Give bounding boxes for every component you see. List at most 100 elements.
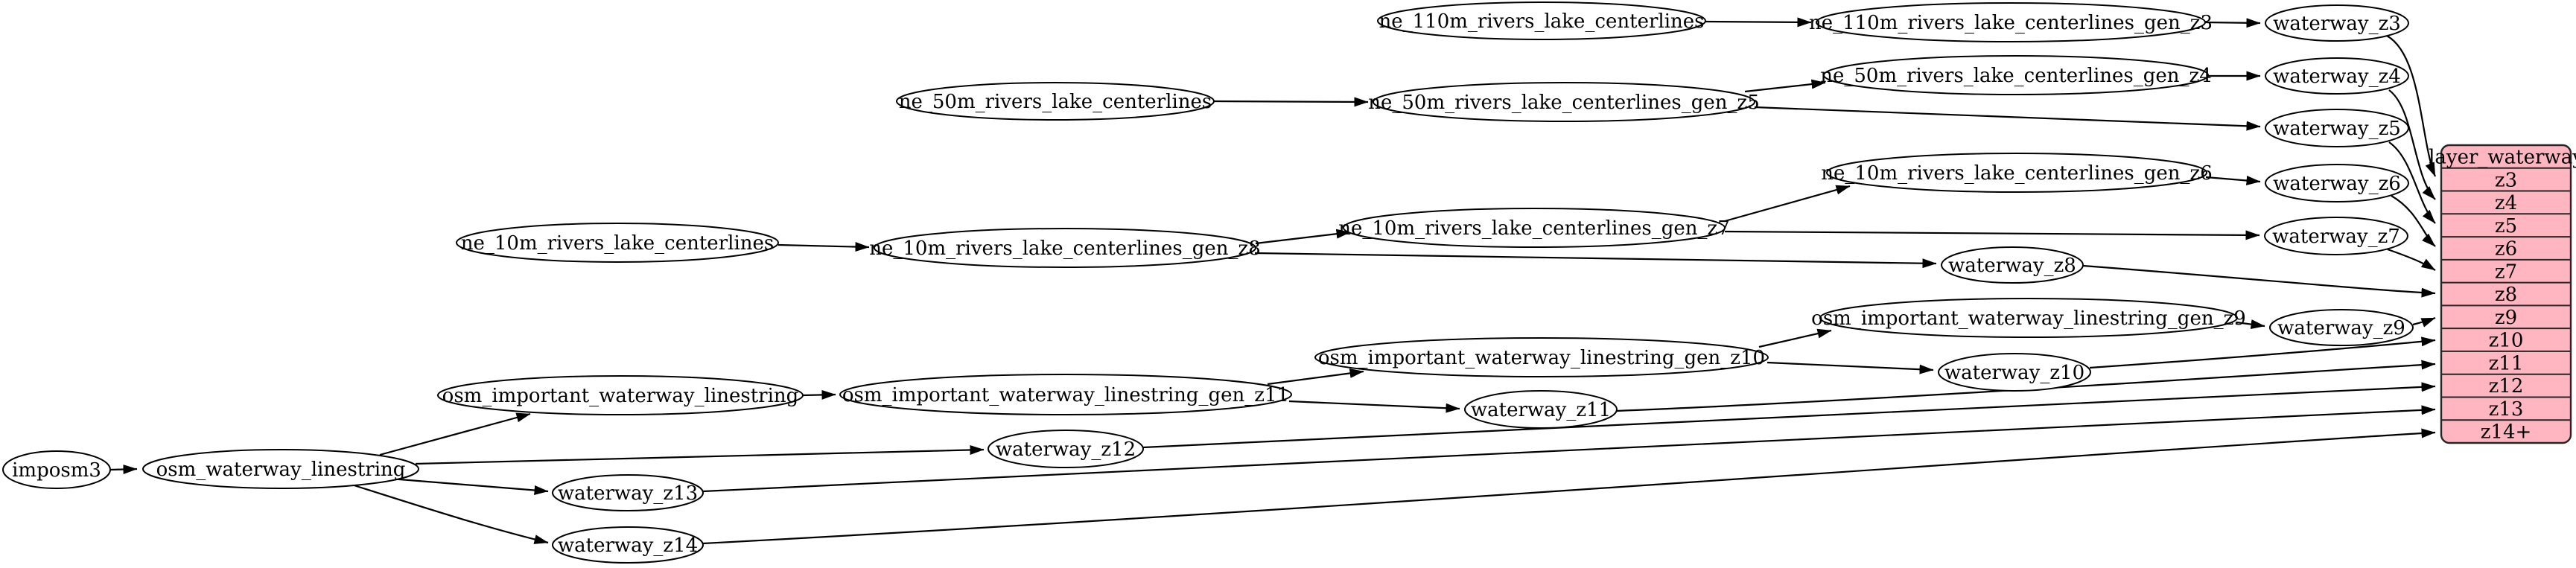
node-waterway_z6: waterway_z6 <box>2265 164 2409 202</box>
node-label-ne_50m_rivers_lake_centerlines_gen_z5: ne_50m_rivers_lake_centerlines_gen_z5 <box>1368 92 1760 114</box>
node-label-ne_110m_rivers_lake_centerlines_gen_z3: ne_110m_rivers_lake_centerlines_gen_z3 <box>1809 12 2213 34</box>
node-label-waterway_z8: waterway_z8 <box>1948 255 2076 277</box>
record-layer_waterway: layer_waterwayz3z4z5z6z7z8z9z10z11z12z13… <box>2429 144 2576 444</box>
edge-ne_10m_rivers_lake_centerlines_gen_z8-to-ne_10m_rivers_lake_centerlines_gen_z7 <box>1255 229 1351 245</box>
record-row-z11: z11 <box>2489 352 2524 374</box>
edge-ne_50m_rivers_lake_centerlines_gen_z5-to-waterway_z5 <box>1754 106 2261 131</box>
edge-osm_important_waterway_linestring_gen_z10-to-waterway_z10 <box>1766 361 1934 374</box>
record-title: layer_waterway <box>2429 146 2576 168</box>
node-label-ne_10m_rivers_lake_centerlines_gen_z6: ne_10m_rivers_lake_centerlines_gen_z6 <box>1821 162 2213 185</box>
node-label-ne_10m_rivers_lake_centerlines: ne_10m_rivers_lake_centerlines <box>461 232 774 255</box>
node-osm_important_waterway_linestring_gen_z11: osm_important_waterway_linestring_gen_z1… <box>839 374 1292 415</box>
node-label-waterway_z13: waterway_z13 <box>558 482 698 505</box>
node-label-waterway_z10: waterway_z10 <box>1944 362 2084 384</box>
record-row-z8: z8 <box>2495 284 2517 306</box>
edge-osm_important_waterway_linestring_gen_z11-to-osm_important_waterway_linestring_gen_z10 <box>1267 368 1364 386</box>
edge-waterway_z13-to-layer_waterway:z13 <box>702 405 2436 493</box>
node-label-osm_important_waterway_linestring_gen_z9: osm_important_waterway_linestring_gen_z9 <box>1811 307 2246 330</box>
edge-ne_110m_rivers_lake_centerlines_gen_z3-to-waterway_z3 <box>2204 18 2261 28</box>
node-osm_important_waterway_linestring: osm_important_waterway_linestring <box>437 375 804 415</box>
node-waterway_z12: waterway_z12 <box>988 430 1144 468</box>
node-label-ne_50m_rivers_lake_centerlines_gen_z4: ne_50m_rivers_lake_centerlines_gen_z4 <box>1820 65 2212 87</box>
edge-ne_10m_rivers_lake_centerlines_gen_z7-to-ne_10m_rivers_lake_centerlines_gen_z6 <box>1724 185 1851 223</box>
record-row-z4: z4 <box>2495 192 2517 214</box>
node-ellipse-osm_important_waterway_linestring_gen_z11 <box>839 374 1292 415</box>
node-ne_110m_rivers_lake_centerlines_gen_z3: ne_110m_rivers_lake_centerlines_gen_z3 <box>1809 2 2213 42</box>
node-label-waterway_z7: waterway_z7 <box>2272 226 2400 248</box>
edge-osm_waterway_linestring-to-waterway_z12 <box>415 444 985 465</box>
record-row-z9: z9 <box>2495 307 2517 329</box>
edge-waterway_z9-to-layer_waterway:z9 <box>2412 316 2436 328</box>
node-waterway_z9: waterway_z9 <box>2269 309 2414 346</box>
nodes-layer: imposm3 osm_waterway_linestring osm_import… <box>2 1 2414 564</box>
record-row-z13: z13 <box>2489 398 2524 421</box>
edge-osm_waterway_linestring-to-waterway_z14 <box>346 482 549 544</box>
node-label-osm_important_waterway_linestring: osm_important_waterway_linestring <box>442 385 799 407</box>
record-layer: layer_waterwayz3z4z5z6z7z8z9z10z11z12z13… <box>2429 144 2576 444</box>
record-row-z5: z5 <box>2495 215 2517 237</box>
edge-waterway_z12-to-layer_waterway:z12 <box>1142 382 2436 449</box>
node-waterway_z11: waterway_z11 <box>1464 390 1618 429</box>
node-ellipse-waterway_z12 <box>988 430 1144 468</box>
edge-ne_10m_rivers_lake_centerlines_gen_z6-to-waterway_z6 <box>2205 176 2261 185</box>
node-waterway_z4: waterway_z4 <box>2265 57 2409 95</box>
edge-ne_10m_rivers_lake_centerlines_gen_z7-to-waterway_z7 <box>1724 230 2260 240</box>
edge-waterway_z8-to-layer_waterway:z8 <box>2082 264 2436 298</box>
edge-ne_50m_rivers_lake_centerlines-to-ne_50m_rivers_lake_centerlines_gen_z5 <box>1213 97 1369 107</box>
node-ellipse-waterway_z13 <box>552 474 704 511</box>
node-ellipse-ne_10m_rivers_lake_centerlines_gen_z6 <box>1826 153 2207 193</box>
node-waterway_z3: waterway_z3 <box>2265 4 2409 42</box>
node-label-imposm3: imposm3 <box>12 459 101 482</box>
node-label-ne_10m_rivers_lake_centerlines_gen_z7: ne_10m_rivers_lake_centerlines_gen_z7 <box>1338 217 1730 240</box>
node-ne_10m_rivers_lake_centerlines_gen_z8: ne_10m_rivers_lake_centerlines_gen_z8 <box>869 228 1261 268</box>
node-ellipse-osm_important_waterway_linestring <box>437 375 804 415</box>
node-label-osm_important_waterway_linestring_gen_z11: osm_important_waterway_linestring_gen_z1… <box>842 384 1289 406</box>
node-ellipse-waterway_z3 <box>2265 4 2409 42</box>
node-ellipse-ne_50m_rivers_lake_centerlines_gen_z4 <box>1823 55 2209 95</box>
edge-ne_50m_rivers_lake_centerlines_gen_z5-to-ne_50m_rivers_lake_centerlines_gen_z4 <box>1744 79 1826 93</box>
node-ne_10m_rivers_lake_centerlines_gen_z6: ne_10m_rivers_lake_centerlines_gen_z6 <box>1821 153 2213 193</box>
record-row-z12: z12 <box>2489 375 2524 398</box>
record-row-z7: z7 <box>2495 261 2517 283</box>
node-label-ne_50m_rivers_lake_centerlines: ne_50m_rivers_lake_centerlines <box>899 91 1212 113</box>
node-ellipse-ne_10m_rivers_lake_centerlines <box>456 223 779 263</box>
record-row-z6: z6 <box>2495 238 2517 261</box>
node-label-ne_10m_rivers_lake_centerlines_gen_z8: ne_10m_rivers_lake_centerlines_gen_z8 <box>869 237 1261 260</box>
edge-osm_important_waterway_linestring_gen_z11-to-waterway_z11 <box>1288 400 1460 413</box>
node-label-waterway_z11: waterway_z11 <box>1471 399 1611 421</box>
edge-waterway_z6-to-layer_waterway:z6 <box>2391 195 2436 247</box>
node-label-osm_waterway_linestring: osm_waterway_linestring <box>156 459 406 481</box>
edge-osm_important_waterway_linestring_gen_z9-to-waterway_z9 <box>2236 319 2265 330</box>
node-osm_important_waterway_linestring_gen_z9: osm_important_waterway_linestring_gen_z9 <box>1811 298 2246 338</box>
node-ne_10m_rivers_lake_centerlines: ne_10m_rivers_lake_centerlines <box>456 223 779 263</box>
node-ellipse-osm_important_waterway_linestring_gen_z10 <box>1314 337 1769 377</box>
node-ne_50m_rivers_lake_centerlines: ne_50m_rivers_lake_centerlines <box>896 82 1215 121</box>
edge-waterway_z3-to-layer_waterway:z3 <box>2386 35 2437 177</box>
edge-osm_important_waterway_linestring_gen_z10-to-osm_important_waterway_linestring_gen_z9 <box>1758 328 1832 348</box>
node-osm_important_waterway_linestring_gen_z10: osm_important_waterway_linestring_gen_z1… <box>1314 337 1769 377</box>
node-ellipse-waterway_z5 <box>2265 109 2409 147</box>
node-ellipse-waterway_z9 <box>2269 309 2414 346</box>
edge-osm_waterway_linestring-to-osm_important_waterway_linestring <box>379 412 531 456</box>
node-ellipse-waterway_z7 <box>2264 217 2408 255</box>
record-row-z10: z10 <box>2489 330 2524 352</box>
edge-waterway_z5-to-layer_waterway:z5 <box>2388 141 2436 224</box>
node-ellipse-osm_important_waterway_linestring_gen_z9 <box>1819 298 2238 338</box>
edge-waterway_z14-to-layer_waterway:z14+ <box>702 428 2436 545</box>
node-ne_50m_rivers_lake_centerlines_gen_z4: ne_50m_rivers_lake_centerlines_gen_z4 <box>1820 55 2212 95</box>
edge-waterway_z7-to-layer_waterway:z7 <box>2387 248 2436 271</box>
node-ellipse-ne_10m_rivers_lake_centerlines_gen_z8 <box>874 228 1256 268</box>
record-box <box>2440 144 2572 444</box>
node-ne_50m_rivers_lake_centerlines_gen_z5: ne_50m_rivers_lake_centerlines_gen_z5 <box>1368 82 1760 122</box>
node-ne_10m_rivers_lake_centerlines_gen_z7: ne_10m_rivers_lake_centerlines_gen_z7 <box>1338 208 1730 248</box>
edge-osm_waterway_linestring-to-waterway_z13 <box>389 477 549 496</box>
node-ellipse-ne_110m_rivers_lake_centerlines <box>1377 1 1706 40</box>
node-ellipse-waterway_z10 <box>1938 353 2091 392</box>
node-imposm3: imposm3 <box>2 450 111 489</box>
node-waterway_z7: waterway_z7 <box>2264 217 2408 255</box>
record-row-z14+: z14+ <box>2481 421 2532 444</box>
node-label-waterway_z5: waterway_z5 <box>2273 118 2401 140</box>
node-waterway_z8: waterway_z8 <box>1941 246 2084 284</box>
node-waterway_z13: waterway_z13 <box>552 474 704 511</box>
